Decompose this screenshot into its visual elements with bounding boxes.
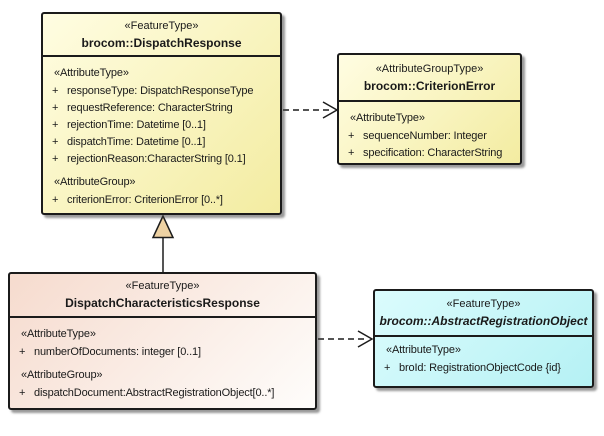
compartment-heading: «AttributeType» [350,112,425,124]
class-stereotype: «AttributeGroupType» [375,62,484,75]
compartment-heading: «AttributeType» [386,344,461,356]
visibility-marker: + [52,102,59,114]
visibility-marker: + [52,136,59,148]
attribute-row: + sequenceNumber: Integer [339,128,520,145]
class-name: brocom::DispatchResponse [81,35,242,50]
attribute-text: requestReference: CharacterString [67,102,233,114]
attribute-row: + dispatchTime: Datetime [0..1] [43,134,280,151]
class-attribute-compartment: «AttributeType» + broId: RegistrationObj… [375,337,592,377]
dependency-open-arrowhead-icon [357,330,374,348]
visibility-marker: + [348,130,355,142]
class-name: brocom::AbstractRegistrationObject [379,314,588,328]
attribute-row: + specification: CharacterString [339,145,520,162]
attribute-text: rejectionReason:CharacterString [0.1] [67,153,246,165]
class-stereotype: «FeatureType» [446,298,521,310]
compartment-heading: «AttributeGroup» [21,369,103,381]
class-attribute-compartment: «AttributeType» + responseType: Dispatch… [43,57,280,209]
attribute-text: responseType: DispatchResponseType [67,85,254,97]
class-header: «FeatureType» DispatchCharacteristicsRes… [10,274,315,318]
attribute-row: + requestReference: CharacterString [43,100,280,117]
visibility-marker: + [348,147,355,159]
class-attribute-compartment: «AttributeType» + numberOfDocuments: int… [10,318,315,402]
compartment-heading: «AttributeType» [54,67,129,79]
class-stereotype: «FeatureType» [124,19,199,32]
attribute-row: + rejectionTime: Datetime [0..1] [43,117,280,134]
visibility-marker: + [384,362,391,374]
class-header: «AttributeGroupType» brocom::CriterionEr… [339,55,520,102]
attribute-row: + numberOfDocuments: integer [0..1] [10,344,315,361]
attribute-text: numberOfDocuments: integer [0..1] [34,346,201,358]
attribute-text: rejectionTime: Datetime [0..1] [67,119,206,131]
attribute-text: broId: RegistrationObjectCode {id} [399,362,561,374]
attribute-row: + dispatchDocument:AbstractRegistrationO… [10,385,315,402]
visibility-marker: + [52,153,59,165]
visibility-marker: + [52,119,59,131]
visibility-marker: + [19,346,26,358]
attribute-row: + criterionError: CriterionError [0..*] [43,192,280,209]
visibility-marker: + [19,387,26,399]
visibility-marker: + [52,85,59,97]
attribute-text: dispatchDocument:AbstractRegistrationObj… [34,387,275,399]
attribute-row: + responseType: DispatchResponseType [43,83,280,100]
class-name: brocom::CriterionError [363,78,496,93]
class-stereotype: «FeatureType» [125,280,200,292]
attribute-text: specification: CharacterString [363,147,503,159]
class-header: «FeatureType» brocom::DispatchResponse [43,14,280,57]
attribute-text: criterionError: CriterionError [0..*] [67,194,223,206]
class-abstract-registration-object: «FeatureType» brocom::AbstractRegistrati… [373,289,594,388]
visibility-marker: + [52,194,59,206]
class-header: «FeatureType» brocom::AbstractRegistrati… [375,291,592,337]
dependency-open-arrowhead-icon [322,101,339,119]
attribute-row: + broId: RegistrationObjectCode {id} [375,360,592,377]
class-criterion-error: «AttributeGroupType» brocom::CriterionEr… [337,53,522,165]
class-dispatch-characteristics-response: «FeatureType» DispatchCharacteristicsRes… [8,272,317,410]
generalization-triangle-icon [151,214,175,239]
attribute-text: dispatchTime: Datetime [0..1] [67,136,206,148]
attribute-text: sequenceNumber: Integer [363,130,487,142]
class-name: DispatchCharacteristicsResponse [65,296,260,310]
compartment-heading: «AttributeGroup» [54,176,136,188]
compartment-heading: «AttributeType» [21,328,96,340]
class-dispatch-response: «FeatureType» brocom::DispatchResponse «… [41,12,282,215]
class-attribute-compartment: «AttributeType» + sequenceNumber: Intege… [339,102,520,162]
attribute-row: + rejectionReason:CharacterString [0.1] [43,151,280,168]
